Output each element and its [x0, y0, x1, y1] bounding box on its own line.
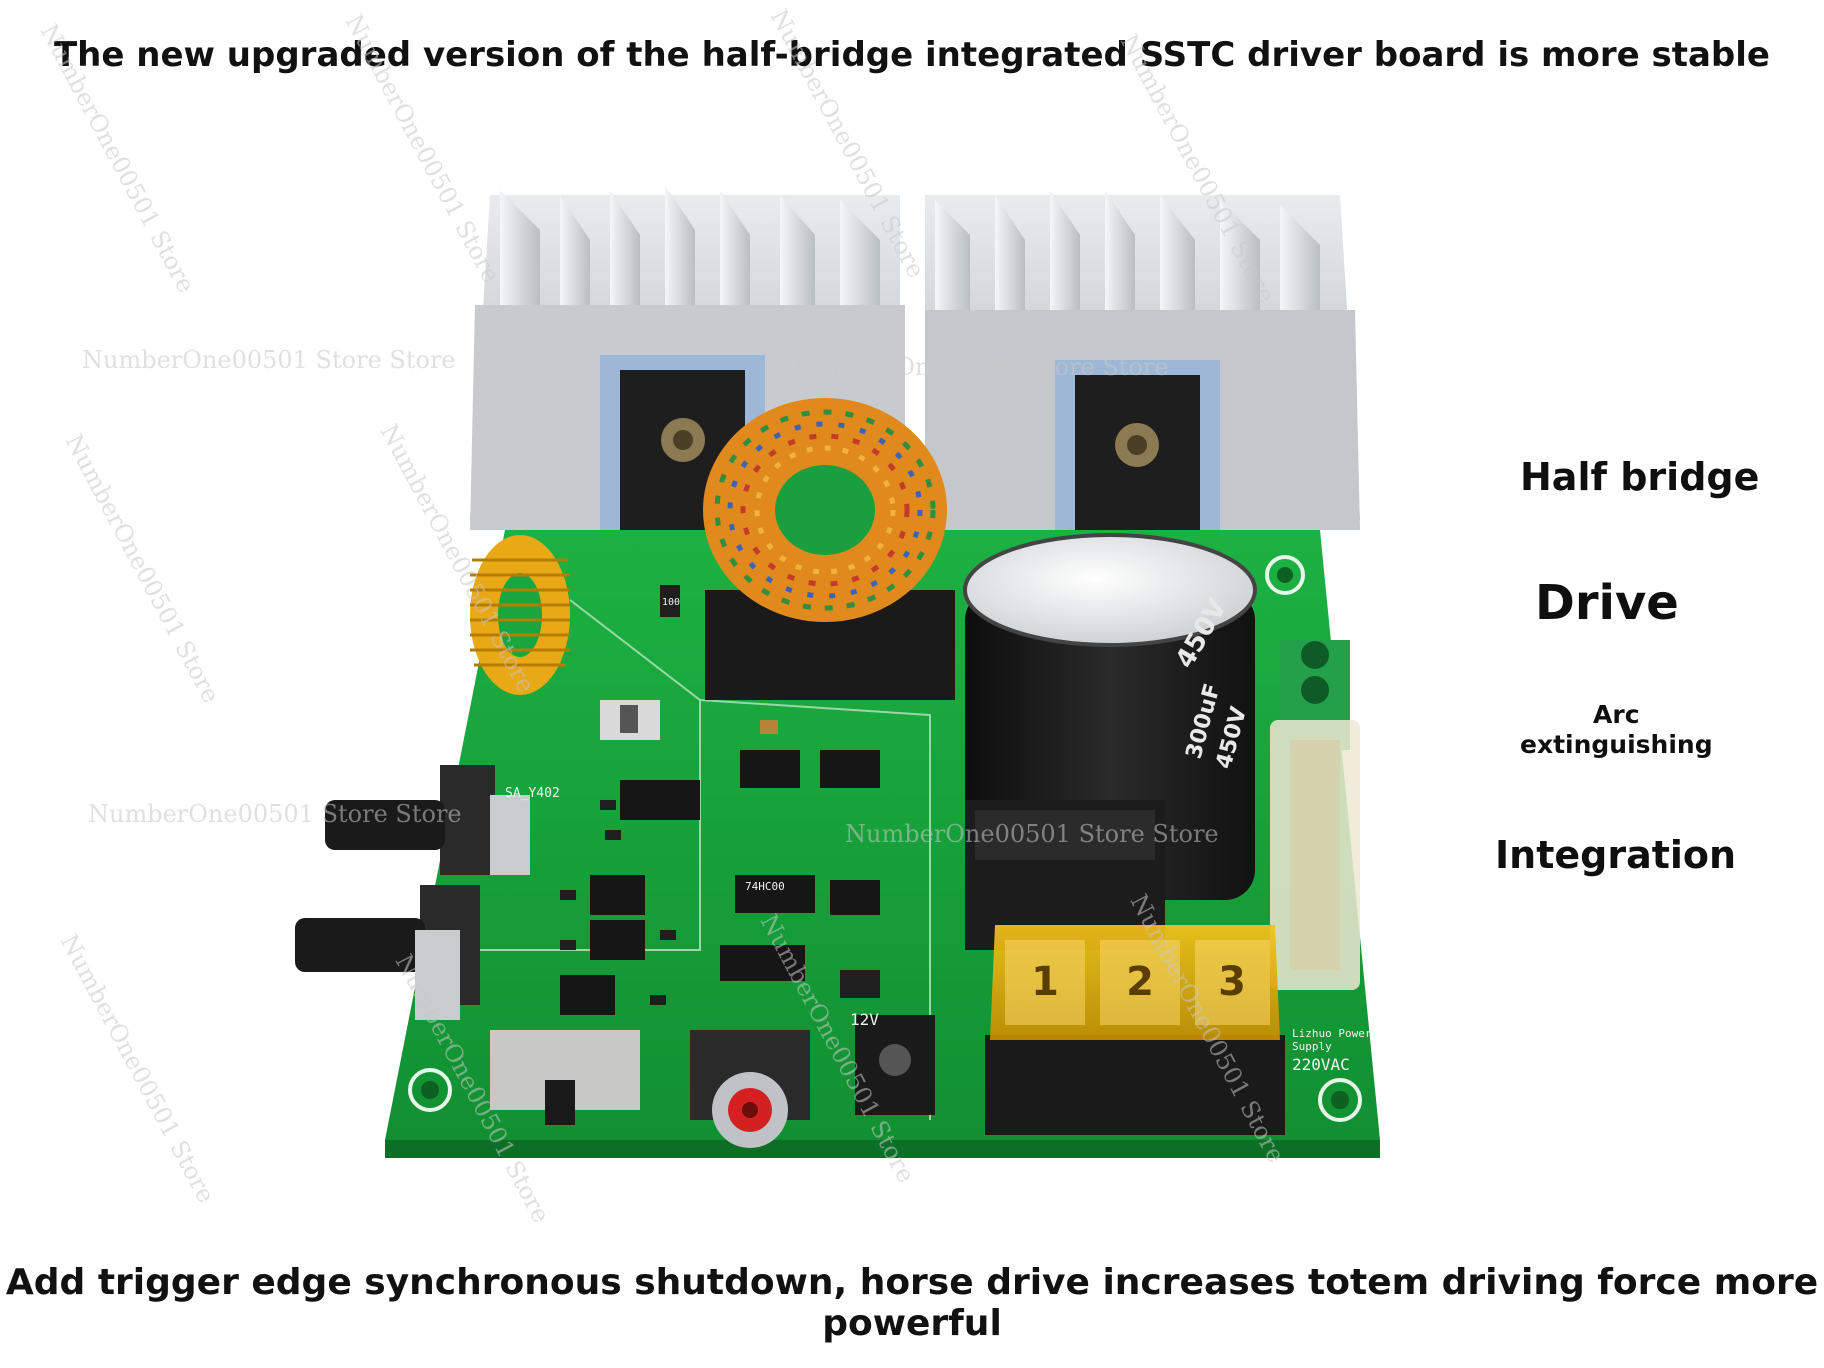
potentiometer-upper [325, 765, 530, 875]
potentiometer-lower [295, 885, 480, 1020]
chip-label: SA_Y402 [505, 786, 560, 801]
ic-chips [560, 750, 880, 1015]
feature-arc-line2: extinguishing [1520, 730, 1713, 759]
amber-terminal-block: 1 2 3 [985, 925, 1285, 1135]
small-toggle-switch [600, 700, 660, 740]
smd-components [560, 585, 880, 1005]
slide-switch [490, 1030, 640, 1125]
feature-half-bridge: Half bridge [1520, 455, 1760, 499]
watermark-11: NumberOne00501 Store [55, 930, 220, 1208]
terminal-number-3: 3 [1218, 959, 1246, 1005]
resistor-label: 100 [662, 597, 680, 608]
terminal-number-1: 1 [1031, 959, 1059, 1005]
left-transistor [600, 355, 765, 530]
watermark-3: NumberOne00501 Store Store [88, 800, 462, 828]
feature-integration: Integration [1495, 833, 1737, 877]
right-transistor [1055, 360, 1220, 535]
terminal-number-2: 2 [1126, 959, 1154, 1005]
fuse-holder [1270, 720, 1360, 990]
voltage-label: 12V [850, 1010, 879, 1029]
small-toroid [470, 535, 570, 695]
watermark-6: NumberOne00501 Store [340, 10, 505, 288]
bottom-caption: Add trigger edge synchronous shutdown, h… [5, 1262, 1819, 1344]
watermark-9: NumberOne00501 Store [60, 430, 225, 708]
supply-label-line1: Lizhuo Power [1292, 1027, 1372, 1040]
supply-label-line2: Supply [1292, 1040, 1332, 1053]
dc-jack [855, 1015, 935, 1115]
ic-label: 74HC00 [745, 880, 785, 893]
watermark-4: NumberOne00501 Store Store [845, 820, 1219, 848]
main-toroid-transformer [703, 398, 955, 700]
feature-drive: Drive [1535, 575, 1679, 631]
watermark-2: NumberOne00501 Store Store [795, 353, 1169, 381]
watermark-1: NumberOne00501 Store Store [82, 346, 456, 374]
top-caption: The new upgraded version of the half-bri… [53, 35, 1770, 75]
feature-arc-extinguishing: Arc extinguishing [1520, 700, 1713, 760]
supply-voltage-label: 220VAC [1292, 1055, 1350, 1074]
feature-arc-line1: Arc [1593, 700, 1640, 729]
rca-jack [690, 1030, 810, 1148]
watermark-5: NumberOne00501 Store [35, 20, 200, 298]
